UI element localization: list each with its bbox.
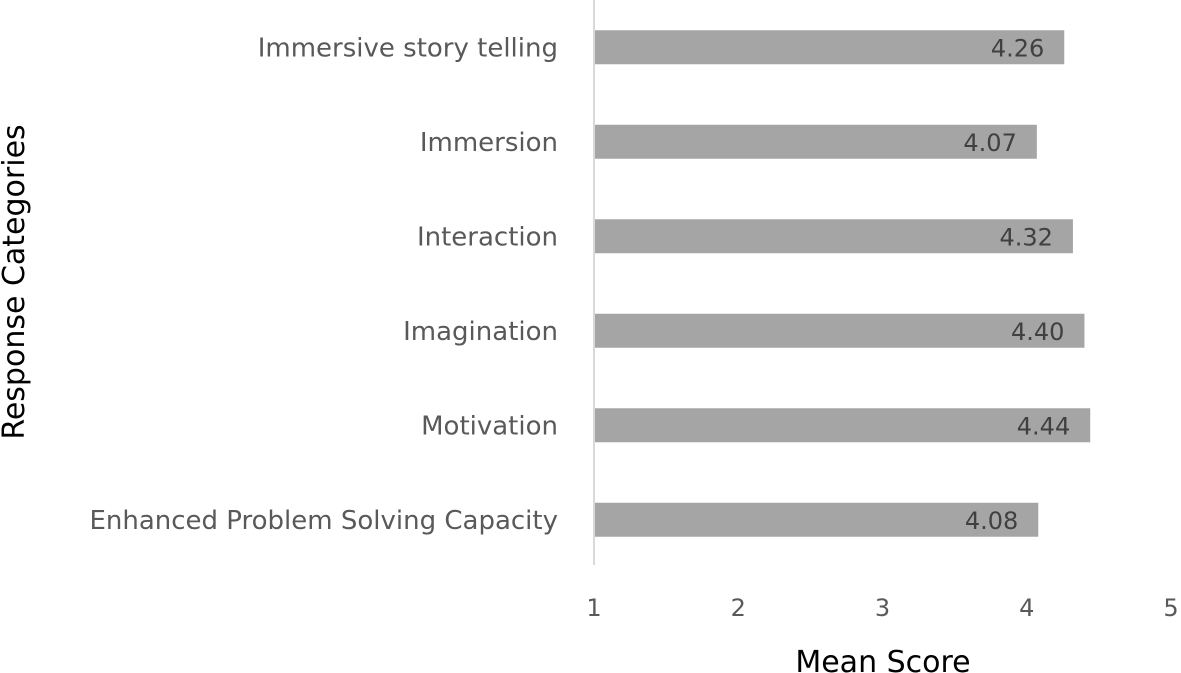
category-label: Immersion <box>420 128 558 158</box>
category-label: Interaction <box>417 222 558 252</box>
x-axis-title: Mean Score <box>795 645 970 673</box>
category-label: Immersive story telling <box>258 33 558 63</box>
bar <box>594 313 1085 348</box>
bar <box>594 502 1039 537</box>
bars-group <box>594 30 1091 537</box>
x-tick-label: 4 <box>1019 594 1034 622</box>
bar <box>594 124 1037 159</box>
x-tick-labels-group: 1 2 3 4 5 <box>586 594 1178 622</box>
data-label: 4.07 <box>963 129 1016 157</box>
data-labels-group: 4.26 4.07 4.32 4.40 4.44 4.08 <box>963 34 1070 535</box>
data-label: 4.26 <box>991 34 1044 62</box>
x-tick-label: 2 <box>731 594 746 622</box>
x-tick-label: 1 <box>586 594 601 622</box>
x-tick-label: 5 <box>1163 594 1178 622</box>
category-label: Imagination <box>403 317 558 347</box>
category-label: Motivation <box>421 411 558 441</box>
x-tick-label: 3 <box>875 594 890 622</box>
data-label: 4.44 <box>1017 412 1070 440</box>
bar <box>594 219 1073 254</box>
data-label: 4.08 <box>965 507 1018 535</box>
data-label: 4.32 <box>999 223 1052 251</box>
category-labels-group: Immersive story tellingImmersionInteract… <box>89 33 558 536</box>
data-label: 4.40 <box>1011 318 1064 346</box>
bar <box>594 30 1065 65</box>
y-axis-title: Response Categories <box>0 124 32 439</box>
bar <box>594 408 1091 443</box>
category-label: Enhanced Problem Solving Capacity <box>89 506 558 536</box>
